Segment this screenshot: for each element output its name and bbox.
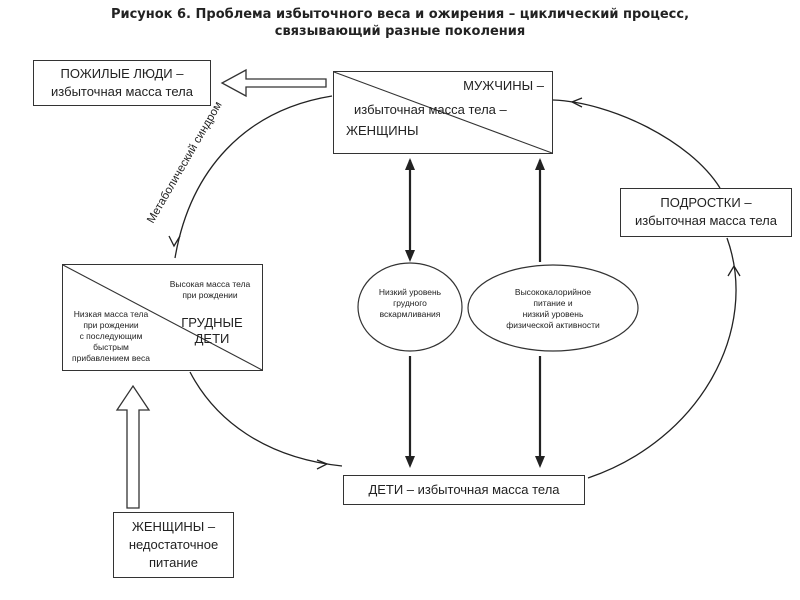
infants-box-diagonal bbox=[62, 264, 263, 371]
women-under-line1: ЖЕНЩИНЫ – bbox=[131, 519, 216, 534]
hollow-arrow-to-infants bbox=[115, 384, 151, 509]
infants-name-line1: ГРУДНЫЕ bbox=[181, 315, 243, 330]
children-box: ДЕТИ – избыточная масса тела bbox=[343, 475, 585, 505]
arc-adults-to-infants bbox=[174, 95, 333, 259]
breastfeeding-line1: Низкий уровень bbox=[378, 287, 442, 297]
arc-arrow-bottom bbox=[316, 459, 329, 470]
children-label: ДЕТИ – избыточная масса тела bbox=[368, 482, 560, 497]
infants-low-line1: Низкая масса тела bbox=[73, 309, 149, 319]
elderly-line1: ПОЖИЛЫЕ ЛЮДИ – bbox=[60, 66, 184, 81]
infants-low-line2: при рождении bbox=[83, 320, 139, 330]
women-under-line2: недостаточное bbox=[128, 537, 219, 552]
diet-ellipse bbox=[467, 264, 639, 352]
breastfeeding-line3: вскармливания bbox=[379, 309, 441, 319]
infants-low-line3: с последующим bbox=[79, 331, 143, 341]
breastfeeding-ellipse bbox=[357, 262, 463, 352]
metabolic-syndrome-label: Метаболический синдром bbox=[145, 100, 225, 226]
arc-arrow-left bbox=[168, 235, 181, 248]
adults-women-label: ЖЕНЩИНЫ bbox=[346, 123, 419, 138]
diet-text: Высококалорийное питание и низкий уровен… bbox=[483, 287, 623, 331]
adults-men-label: МУЖЧИНЫ – bbox=[463, 78, 544, 93]
teens-box: ПОДРОСТКИ – избыточная масса тела bbox=[620, 188, 792, 237]
adults-box: МУЖЧИНЫ – избыточная масса тела – ЖЕНЩИН… bbox=[333, 71, 553, 154]
arc-infants-to-children bbox=[189, 371, 343, 467]
diet-line2: питание и bbox=[533, 298, 573, 308]
infants-high-line1: Высокая масса тела bbox=[169, 279, 251, 289]
infants-low-line4: быстрым bbox=[93, 342, 129, 352]
diet-line1: Высококалорийное bbox=[514, 287, 592, 297]
infants-high-line2: при рождении bbox=[182, 290, 238, 300]
adults-middle-label: избыточная масса тела – bbox=[354, 102, 507, 117]
elderly-box: ПОЖИЛЫЕ ЛЮДИ – избыточная масса тела bbox=[33, 60, 211, 106]
figure-title: Рисунок 6. Проблема избыточного веса и о… bbox=[0, 6, 800, 40]
diet-line3: низкий уровень bbox=[522, 309, 584, 319]
diet-line4: физической активности bbox=[506, 320, 600, 330]
infants-box: Высокая масса тела при рождении Низкая м… bbox=[62, 264, 263, 371]
women-under-line3: питание bbox=[148, 555, 198, 570]
adults-box-diagonal bbox=[333, 71, 553, 154]
hollow-arrow-to-elderly bbox=[220, 68, 327, 98]
infants-name-line2: ДЕТИ bbox=[194, 331, 230, 346]
arc-teens-to-children bbox=[587, 237, 737, 479]
elderly-line2: избыточная масса тела bbox=[51, 84, 193, 99]
breastfeeding-line2: грудного bbox=[393, 298, 427, 308]
women-undernutrition-box: ЖЕНЩИНЫ – недостаточное питание bbox=[113, 512, 234, 578]
teens-line1: ПОДРОСТКИ – bbox=[660, 195, 752, 210]
teens-line2: избыточная масса тела bbox=[635, 213, 777, 228]
arc-arrow-adults-teens bbox=[570, 97, 583, 108]
arc-arrow-right bbox=[727, 264, 741, 277]
figure-title-line1: Рисунок 6. Проблема избыточного веса и о… bbox=[110, 7, 690, 22]
arc-adults-to-teens bbox=[552, 99, 721, 189]
breastfeeding-text: Низкий уровень грудного вскармливания bbox=[360, 287, 460, 320]
figure-title-line2: связывающий разные поколения bbox=[274, 24, 526, 39]
infants-low-line5: прибавлением веса bbox=[72, 353, 150, 363]
